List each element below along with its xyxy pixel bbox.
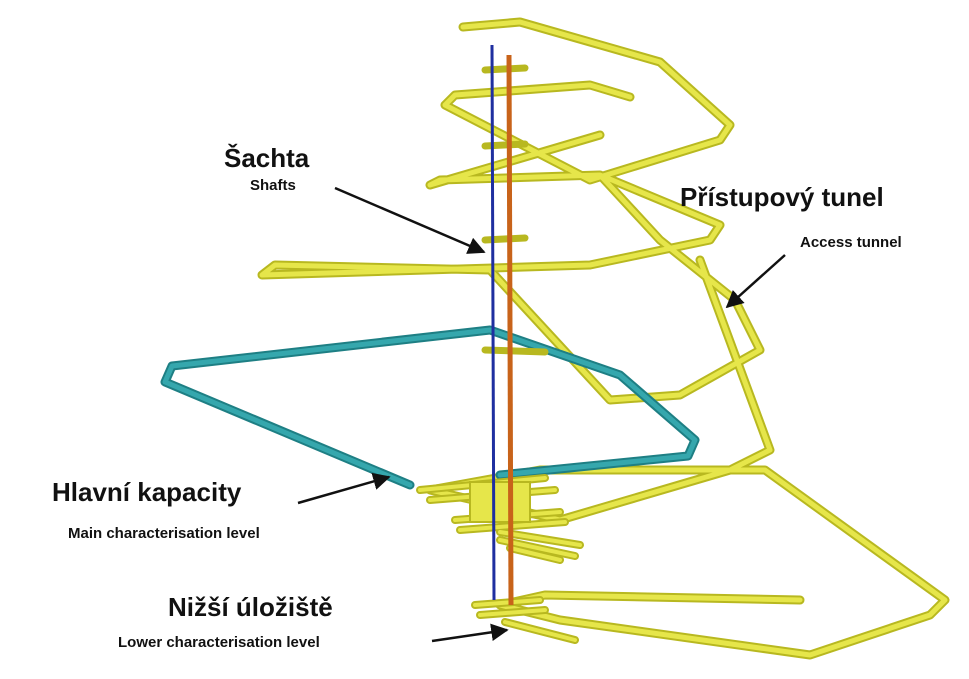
shaft-orange [506, 54, 514, 606]
main-level-arrow [297, 472, 391, 505]
main-level-loop [160, 325, 700, 490]
shaft-arrow [334, 186, 486, 254]
lower-level-cluster [471, 596, 579, 644]
arrows [297, 186, 786, 643]
access-tunnel [257, 17, 950, 660]
main-level-cluster [416, 474, 584, 564]
main-level-label-en: Main characterisation level [68, 525, 260, 542]
lower-level-label-cz: Nižší úložiště [168, 592, 333, 622]
shaft-blue [490, 44, 496, 601]
access-tunnel-label-cz: Přístupový tunel [680, 182, 884, 212]
main-level-label-cz: Hlavní kapacity [52, 477, 242, 507]
lower-level-arrow [431, 623, 509, 643]
access-tunnel-arrow [725, 254, 786, 309]
shaft-label-en: Shafts [250, 177, 296, 194]
shafts [490, 44, 514, 606]
shaft-label-cz: Šachta [224, 143, 310, 173]
access-tunnel-label-en: Access tunnel [800, 234, 902, 251]
lower-level-label-en: Lower characterisation level [118, 634, 320, 651]
